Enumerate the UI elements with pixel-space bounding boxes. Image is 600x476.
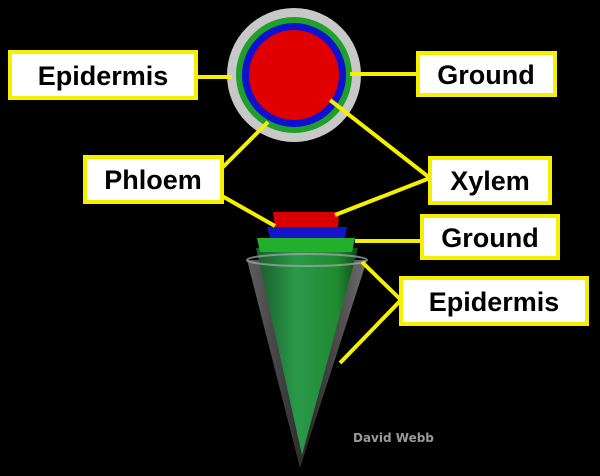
label-ground-top: Ground bbox=[416, 51, 557, 97]
svg-text:Ground: Ground bbox=[437, 60, 534, 90]
svg-text:Ground: Ground bbox=[441, 223, 538, 253]
xylem-core bbox=[249, 30, 339, 120]
svg-text:Phloem: Phloem bbox=[104, 165, 202, 195]
stem-cone bbox=[246, 212, 368, 468]
ground-cone bbox=[256, 248, 358, 455]
cross-section bbox=[227, 8, 361, 142]
phloem-layer bbox=[267, 227, 347, 238]
ground-layer bbox=[257, 238, 355, 252]
label-epidermis-top: Epidermis bbox=[8, 50, 198, 100]
label-xylem: Xylem bbox=[428, 156, 552, 205]
svg-text:Xylem: Xylem bbox=[450, 166, 530, 196]
label-phloem: Phloem bbox=[83, 155, 224, 204]
xylem-layer bbox=[273, 212, 339, 227]
author-credit: David Webb bbox=[353, 431, 434, 445]
label-ground-bottom: Ground bbox=[420, 214, 560, 260]
svg-text:Epidermis: Epidermis bbox=[429, 287, 560, 317]
svg-text:Epidermis: Epidermis bbox=[38, 61, 169, 91]
label-epidermis-bottom: Epidermis bbox=[399, 276, 589, 326]
